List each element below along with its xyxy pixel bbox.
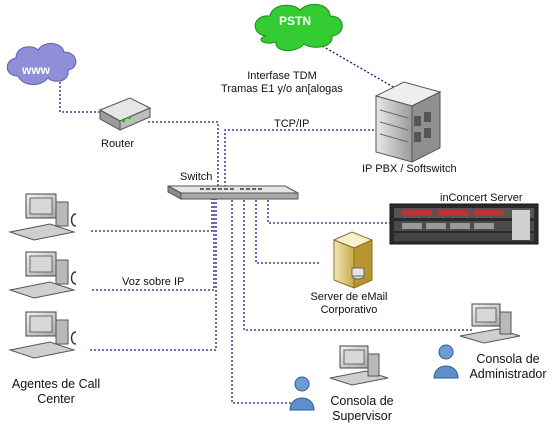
tramas-line: Tramas E1 y/o an[alogas [221,83,343,95]
switch-icon [167,185,299,200]
consola-admin-label: Consola de Administrador [462,352,554,382]
router-icon [98,97,152,131]
www-cloud-icon [6,43,77,85]
link-switch-pbx [224,129,375,187]
inconcert-server-icon [389,203,539,245]
agent-pc-2-icon [8,251,77,299]
pstn-label: PSTN [279,14,312,28]
link-switch-agent1 [90,194,213,232]
interfase-tdm-label: Interfase TDM Tramas E1 y/o an[alogas [212,70,352,96]
admin-person-icon [433,344,459,379]
ip-pbx-server-icon [374,81,442,163]
pstn-cloud-icon [254,3,343,51]
email-server-line2: Corporativo [320,304,378,316]
consola-admin-line2: Administrador [469,367,547,381]
router-label: Router [101,138,135,150]
consola-sup-line2: Supervisor [332,409,392,423]
www-label: www [22,63,51,77]
network-links [59,39,474,404]
voz-ip-label: Voz sobre IP [122,276,185,288]
link-switch-email [255,196,320,264]
link-pstn-pbx [311,39,403,93]
supervisor-person-icon [289,376,315,411]
email-server-label: Server de eMail Corporativo [294,291,404,317]
interfase-tdm-line: Interfase TDM [247,70,317,82]
link-switch-supervisor [231,196,292,404]
consola-sup-label: Consola de Supervisor [318,394,406,424]
link-switch-agent3 [90,194,217,351]
email-server-line1: Server de eMail [310,291,388,303]
inconcert-label: inConcert Server [440,192,523,204]
agentes-label: Agentes de Call Center [0,377,112,407]
admin-pc-icon [459,303,521,344]
tcp-ip-label: TCP/IP [274,118,310,130]
switch-label: Switch [180,171,213,183]
link-router-switch [148,121,219,187]
agent-pc-3-icon [8,311,77,359]
ip-pbx-label: IP PBX / Softswitch [362,163,457,175]
agentes-line1: Agentes de Call [11,377,101,391]
link-www-router [59,82,100,113]
agent-pc-1-icon [8,193,77,241]
link-switch-inconcert [267,196,390,224]
supervisor-pc-icon [329,345,389,386]
consola-admin-line1: Consola de [476,352,540,366]
email-server-icon [332,231,374,289]
link-switch-admin [243,196,474,331]
consola-sup-line1: Consola de [330,394,394,408]
link-switch-agent2 [90,194,215,291]
agentes-line2: Center [37,392,75,406]
